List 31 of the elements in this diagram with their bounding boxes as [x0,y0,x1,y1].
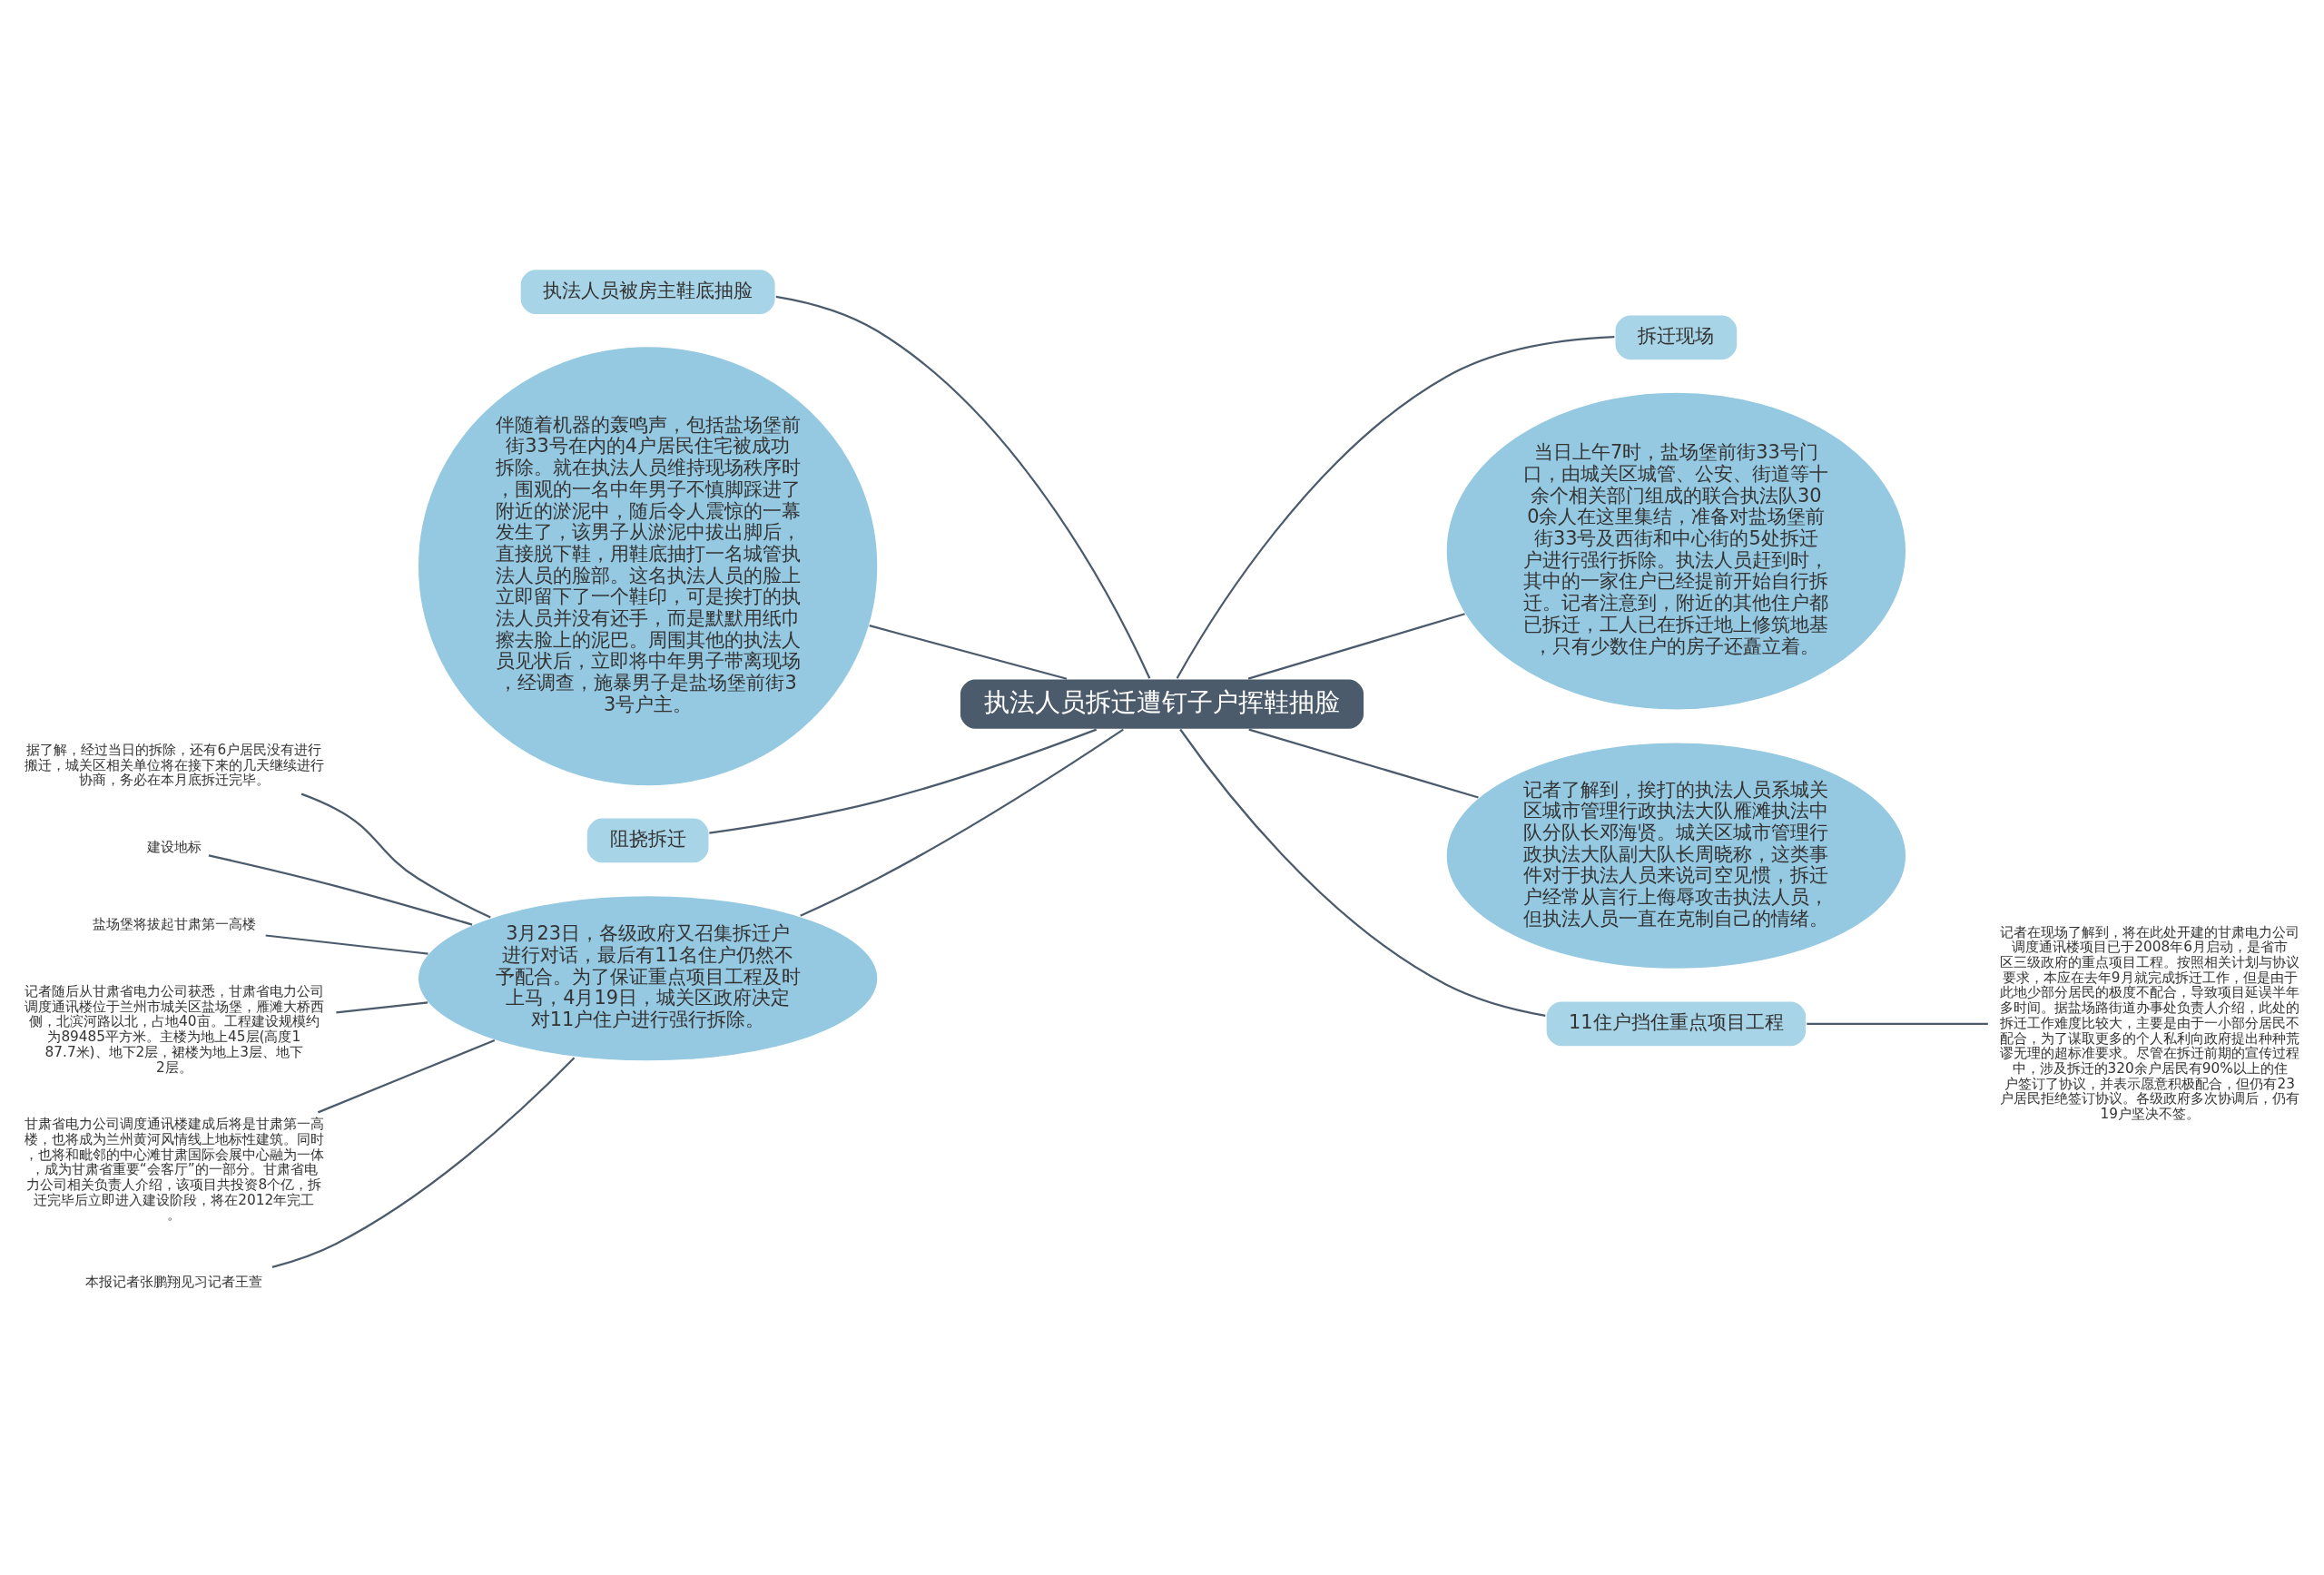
node-box: 阻挠拆迁 [586,817,710,864]
connector [869,625,1068,680]
node-box: 执法人员被房主鞋底抽脸 [519,268,776,316]
connector [300,792,491,919]
connector [709,728,1098,834]
node-text: 本报记者张鹏翔见习记者王萱 [85,1274,263,1291]
connector [336,1001,428,1014]
connector [775,295,1151,679]
connector [208,854,473,926]
node-circle: 伴随着机器的轰鸣声，包括盐场堡前街33号在内的4户居民住宅被成功拆除。就在执法人员维持现场秩序时，围观的一名中年男子不慎脚踩进了附近的淤泥中，随后令人震惊的一幕发生了，该男子从淤泥中拔出脚后，直接脱下鞋，用鞋底抽打一名城管执法人员的脸部。这名执法人员的脸上立即留下了一个鞋印，可是挨打的执法人员并没有还手，而是默默用纸巾擦去脸上的泥巴。周围其他的执法人员见状后，立即将中年男子带离现场，经调查，施暴男子是盐场堡前街33号户主。 [417,345,879,787]
node-ellipse: 当日上午7时，盐场堡前街33号门口，由城关区城管、公安、街道等十余个相关部门组成的联合执法队300余人在这里集结，准备对盐场堡前街33号及西街和中心街的5处拆迁户进行强行拆除。执法人员赶到时，其中的一家住户已经提前开始自行拆迁。记者注意到，附近的其他住户都已拆迁，工人已在拆迁地上修筑地基，只有少数住户的房子还矗立着。 [1445,391,1907,711]
node-box: 拆迁现场 [1614,314,1738,361]
node-text: 记者随后从甘肃省电力公司获悉，甘肃省电力公司调度通讯楼位于兰州市城关区盐场堡，雁滩大桥西侧，北滨河路以北，占地40亩。工程建设规模约为89485平方米。主楼为地上45层(高度187.7米)、地下2层，裙楼为地上3层、地下2层。 [24,982,324,1076]
node-text: 建设地标 [146,839,202,856]
connector [800,728,1124,917]
node-text: 盐场堡将拔起甘肃第一高楼 [92,916,256,933]
node-ellipse: 记者了解到，挨打的执法人员系城关区城市管理行政执法大队雁滩执法中队分队长邓海贤。城关区城市管理行政执法大队副大队长周晓称，这类事件对于执法人员来说司空见惯，拆迁户经常从言行上侮辱攻击执法人员，但执法人员一直在克制自己的情绪。 [1445,742,1907,970]
node-text: 记者在现场了解到，将在此处开建的甘肃电力公司调度通讯楼项目已于2008年6月启动，是省市区三级政府的重点项目工程。按照相关计划与协议要求，本应在去年9月就完成拆迁工作，但是由于此地少部分居民的极度不配合，导致项目延误半年多时间。据盐场路街道办事处负责人介绍，此处的拆迁工作难度比较大，主要是由于一小部分居民不配合，为了谋取更多的个人私利向政府提出种种荒谬无理的超标准要求。尽管在拆迁前期的宣传过程中，涉及拆迁的320余户居民有90%以上的住户签订了协议，并表示愿意积极配合，但仍有23户居民拒绝签订协议。各级政府多次协调后，仍有19户坚决不签。 [2000,923,2300,1123]
node-ellipse: 3月23日，各级政府又召集拆迁户进行对话，最后有11名住户仍然不予配合。为了保证重点项目工程及时上马，4月19日，城关区政府决定对11户住户进行强行拆除。 [417,894,879,1062]
connector [265,934,428,955]
connector [1247,613,1465,680]
connector [1807,1022,1988,1025]
connector [317,1039,496,1114]
node-text: 据了解，经过当日的拆除，还有6户居民没有进行搬迁，城关区相关单位将在接下来的几天继续进行协商，务必在本月底拆迁完毕。 [24,742,324,789]
connector [1176,336,1615,679]
node-box: 执法人员拆迁遭钉子户挥鞋抽脸 [959,678,1365,731]
connector [1248,728,1479,799]
node-box: 11住户挡住重点项目工程 [1545,1000,1807,1048]
connector [271,1057,576,1268]
connector [1179,728,1546,1017]
node-text: 甘肃省电力公司调度通讯楼建成后将是甘肃第一高楼，也将成为兰州黄河风情线上地标性建筑。同时，也将和毗邻的中心滩甘肃国际会展中心融为一体，成为甘肃省重要“会客厅”的一部分。甘肃省电力公司相关负责人介绍，该项目共投资8个亿，拆迁完毕后立即进入建设阶段，将在2012年完工。 [24,1116,324,1224]
